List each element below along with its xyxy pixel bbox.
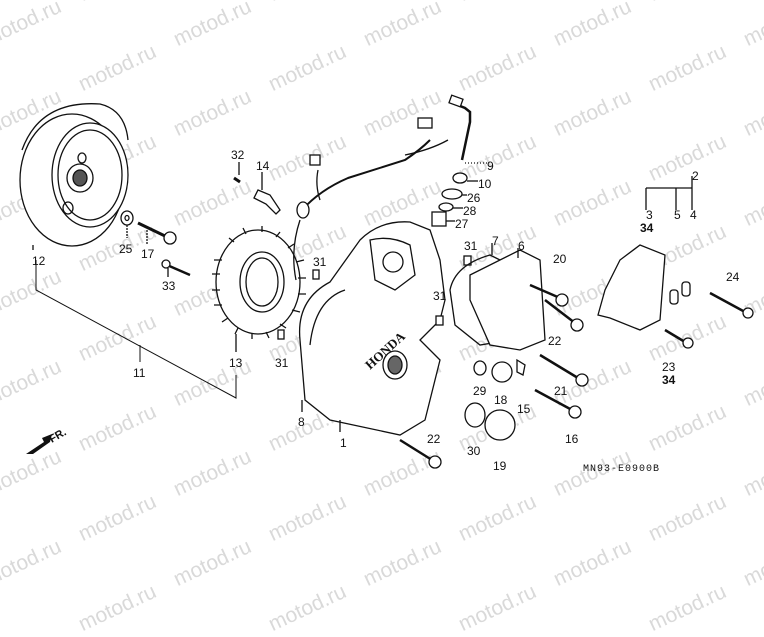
flywheel-drawing <box>19 103 129 250</box>
callout-31: 31 <box>313 255 327 269</box>
callout-24: 24 <box>726 270 740 284</box>
callout-33: 33 <box>162 279 176 293</box>
callout-19: 19 <box>493 459 507 473</box>
watermark-text: motod.ru <box>265 579 350 636</box>
callout-32: 32 <box>231 148 245 162</box>
callout-8: 8 <box>298 415 305 429</box>
callout-34: 34 <box>640 221 654 235</box>
callout-23: 23 <box>662 360 676 374</box>
callout-21: 21 <box>554 384 568 398</box>
callout-12: 12 <box>32 254 46 268</box>
callout-4: 4 <box>690 208 697 222</box>
callout-22: 22 <box>427 432 441 446</box>
callout-30: 30 <box>467 444 481 458</box>
callout-17: 17 <box>141 247 155 261</box>
callout-31: 31 <box>433 289 447 303</box>
exploded-view-drawing: HONDA <box>19 94 754 469</box>
callout-18: 18 <box>494 393 508 407</box>
callout-31: 31 <box>275 356 289 370</box>
callout-6: 6 <box>518 239 525 253</box>
callout-5: 5 <box>674 208 681 222</box>
callout-14: 14 <box>256 159 270 173</box>
front-arrow-icon <box>26 434 52 454</box>
watermark-text: motod.ru <box>645 579 730 636</box>
callout-22: 22 <box>548 334 562 348</box>
callout-15: 15 <box>517 402 531 416</box>
callout-20: 20 <box>553 252 567 266</box>
left-crankcase-cover-drawing <box>298 221 446 436</box>
diagram-code: MN93-E0900B <box>583 464 661 475</box>
callout-3: 3 <box>646 208 653 222</box>
callout-28: 28 <box>463 204 477 218</box>
callout-9: 9 <box>487 159 494 173</box>
callout-13: 13 <box>229 356 243 370</box>
callout-29: 29 <box>473 384 487 398</box>
stator-drawing <box>212 226 306 352</box>
callout-1: 1 <box>340 436 347 450</box>
callout-25: 25 <box>119 242 133 256</box>
callout-27: 27 <box>455 217 469 231</box>
callout-2: 2 <box>692 169 699 183</box>
callout-16: 16 <box>565 432 579 446</box>
callout-26: 26 <box>467 191 481 205</box>
watermark-text: motod.ru <box>75 579 160 636</box>
callout-10: 10 <box>478 177 492 191</box>
callout-31: 31 <box>464 239 478 253</box>
watermark-text: motod.ru <box>455 579 540 636</box>
callout-7: 7 <box>492 234 499 248</box>
callout-34: 34 <box>662 373 676 387</box>
callout-11: 11 <box>133 366 146 380</box>
